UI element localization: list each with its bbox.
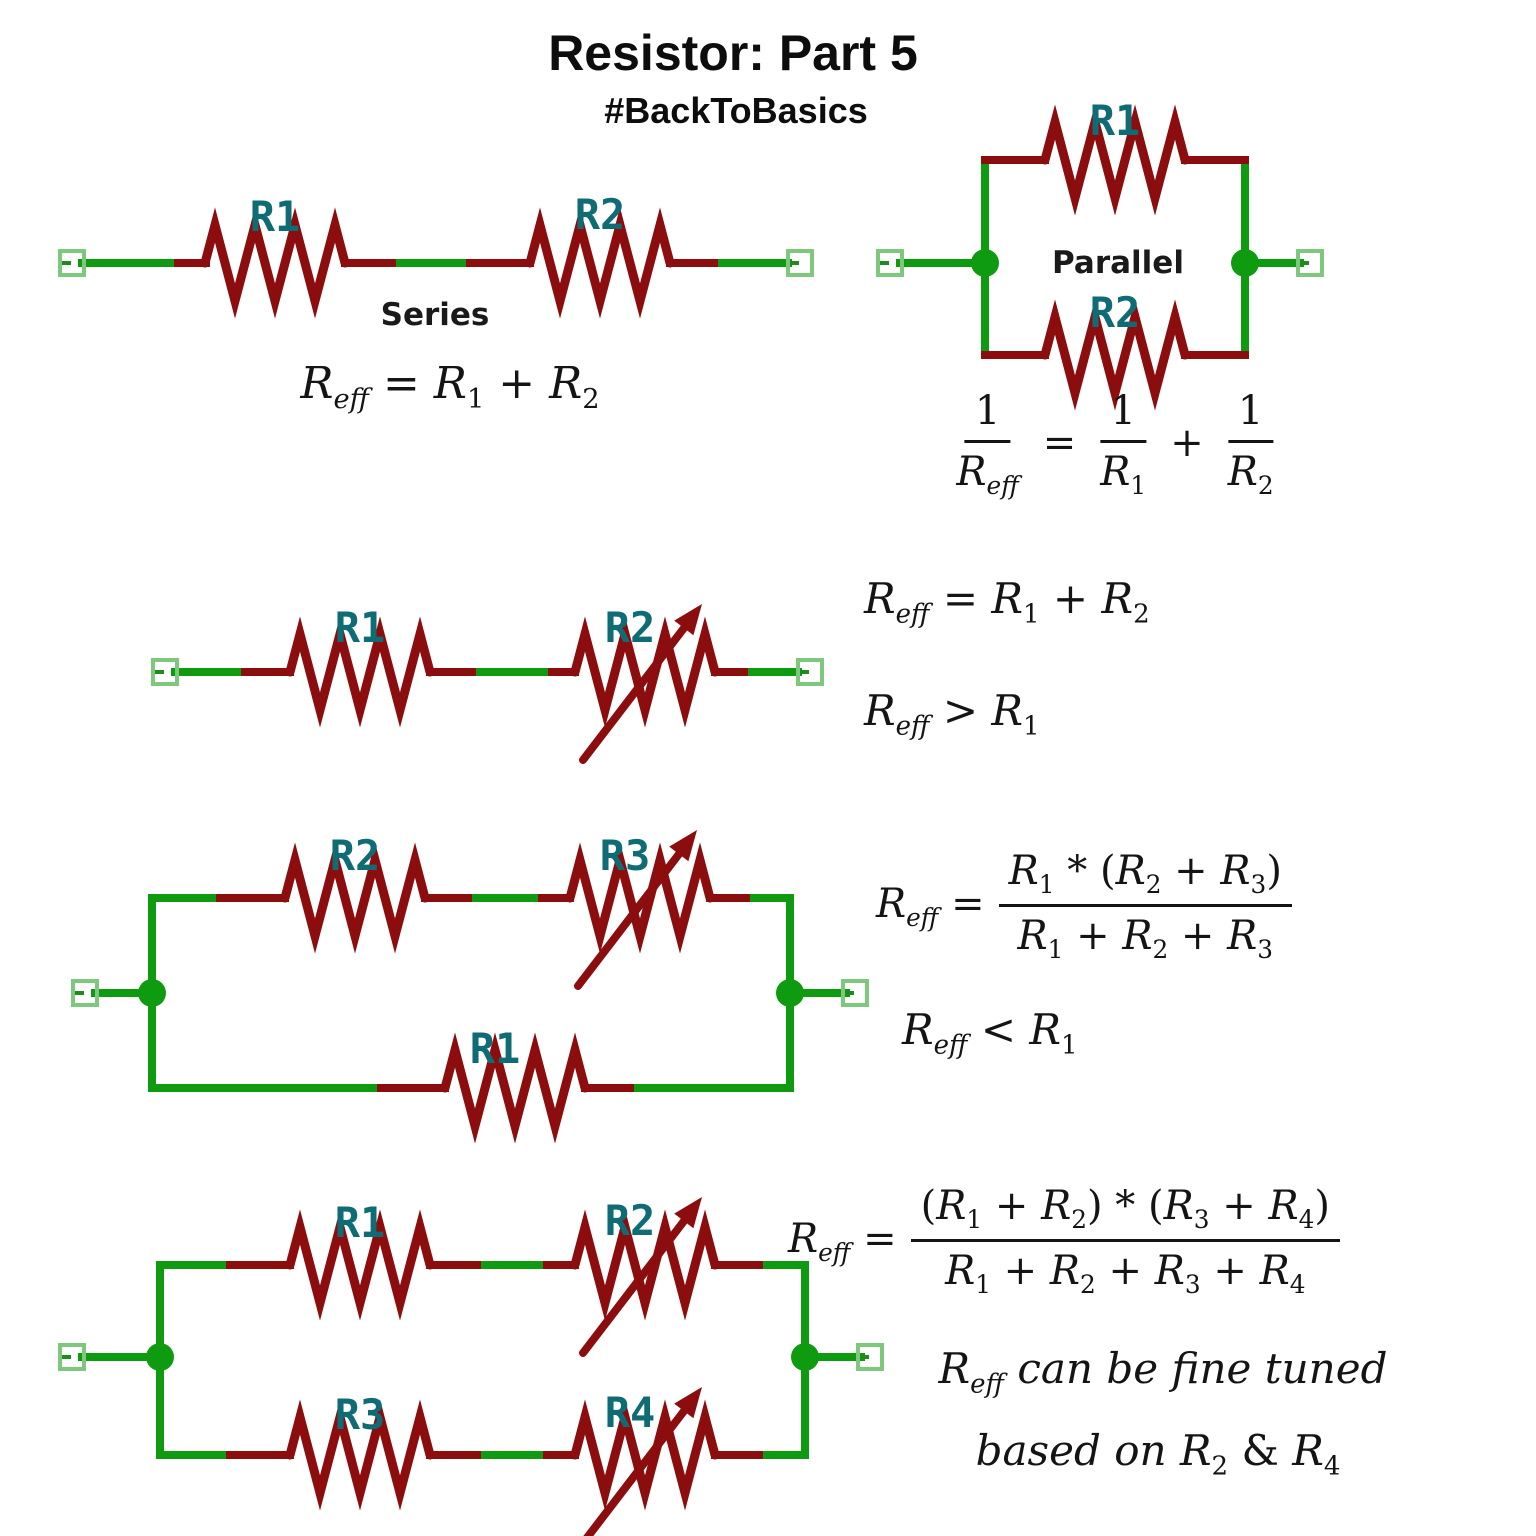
resistor-label-r1: R1 (470, 1024, 521, 1073)
parallel-circuit-diagram: R1 Parallel R2 (876, 96, 1324, 425)
resistor-label-r1: R1 (335, 603, 386, 652)
formula-series-var-gt: Reff > R1 (864, 686, 1040, 742)
junction-dot-icon (791, 1343, 819, 1371)
page-subtitle: #BackToBasics (604, 90, 868, 131)
pin-terminal-icon (1296, 249, 1324, 277)
parallel-r1r2-r3r4-circuit-diagram: R1 R2 R3 R4 (58, 1185, 884, 1536)
pin-terminal-icon (796, 658, 824, 686)
page-title: Resistor: Part 5 (548, 25, 918, 81)
resistor-label-r4: R4 (605, 1388, 656, 1437)
resistor-label-r3: R3 (600, 831, 651, 880)
formula-combo4-eq: Reff =(R1 + R2) * (R3 + R4)R1 + R2 + R3 … (788, 1163, 1340, 1318)
formula-series-eq: Reff = R1 + R2 (300, 358, 600, 415)
series-caption: Series (381, 297, 490, 333)
junction-dot-icon (146, 1343, 174, 1371)
pin-terminal-icon (786, 249, 814, 277)
resistor-label-r1: R1 (250, 192, 301, 241)
formula-combo3-lt: Reff < R1 (902, 1005, 1078, 1061)
resistor-label-r3: R3 (335, 1390, 386, 1439)
formula-series-var-eq: Reff = R1 + R2 (864, 574, 1150, 630)
resistor-label-r2: R2 (605, 1196, 656, 1245)
note-fine-tuned-line2: based on R2 & R4 (975, 1426, 1341, 1482)
parallel-caption: Parallel (1052, 245, 1184, 281)
pin-terminal-icon (856, 1343, 884, 1371)
note-fine-tuned-line1: Reff can be fine tuned (938, 1344, 1388, 1400)
series-variable-circuit-diagram: R1 R2 (151, 600, 824, 775)
junction-dot-icon (776, 979, 804, 1007)
series-circuit-diagram: R1 R2 Series (58, 190, 814, 333)
resistor-label-r2: R2 (605, 603, 656, 652)
resistor-label-r2: R2 (1090, 288, 1141, 337)
parallel-r1-r2r3-circuit-diagram: R2 R3 R1 (71, 820, 869, 1155)
resistor-label-r1: R1 (335, 1198, 386, 1247)
junction-dot-icon (971, 249, 999, 277)
pin-terminal-icon (841, 979, 869, 1007)
junction-dot-icon (1231, 249, 1259, 277)
resistor-label-r2: R2 (575, 190, 626, 239)
junction-dot-icon (138, 979, 166, 1007)
resistor-label-r2: R2 (330, 831, 381, 880)
resistor-label-r1: R1 (1090, 96, 1141, 145)
formula-combo3-eq: Reff =R1 * (R2 + R3)R1 + R2 + R3 (876, 828, 1292, 983)
